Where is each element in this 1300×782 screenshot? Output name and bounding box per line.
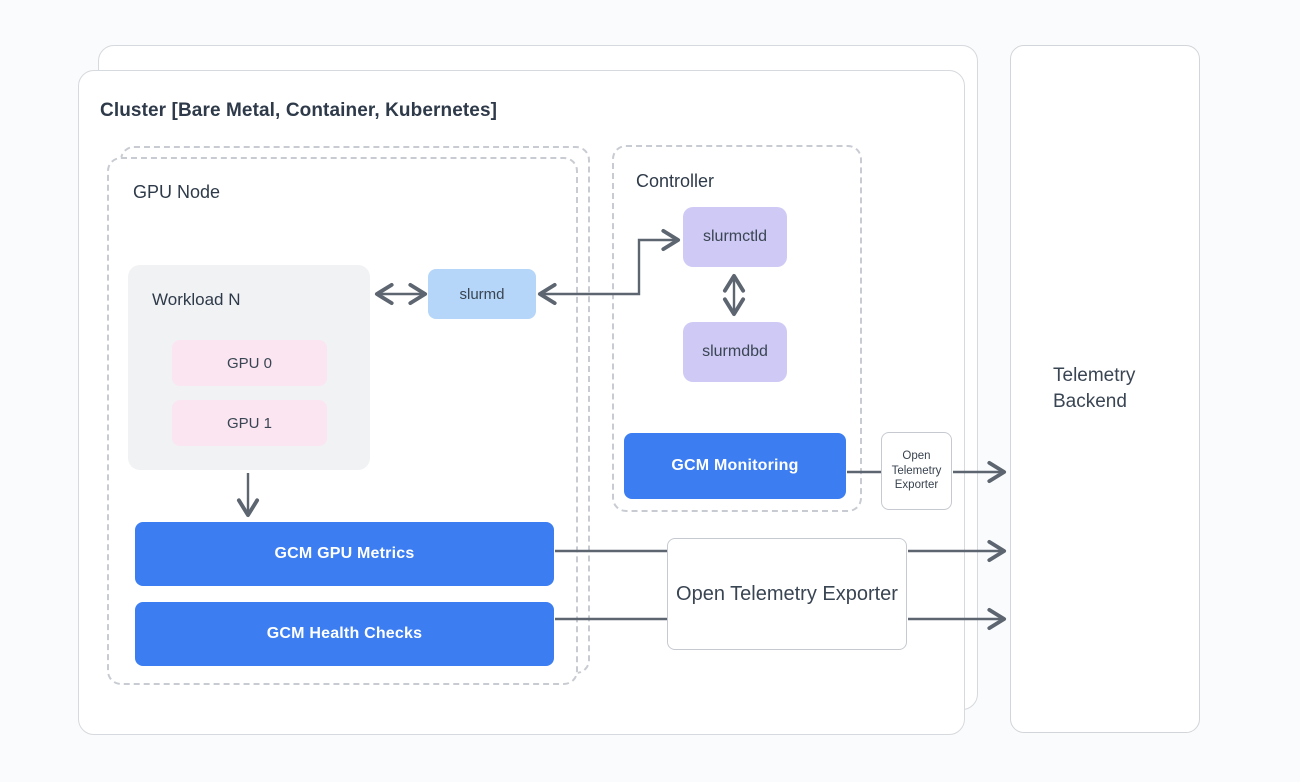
slurmctld-box: slurmctld	[683, 207, 787, 267]
gpu-node-title: GPU Node	[133, 182, 221, 202]
cluster-title: Cluster [Bare Metal, Container, Kubernet…	[100, 100, 498, 121]
gpu-1-chip: GPU 1	[172, 400, 327, 446]
otel-exporter-box: Open Telemetry Exporter	[667, 538, 907, 650]
slurmd-box: slurmd	[428, 269, 536, 319]
gcm-gpu-metrics-box: GCM GPU Metrics	[135, 522, 554, 586]
otel-exporter-small-box: Open Telemetry Exporter	[881, 432, 952, 510]
workload-title: Workload N	[152, 290, 241, 309]
telemetry-backend-box: Telemetry Backend	[1010, 45, 1200, 733]
gcm-monitoring-box: GCM Monitoring	[624, 433, 846, 499]
telemetry-backend-label: Telemetry Backend	[1053, 365, 1136, 412]
controller-title: Controller	[636, 171, 715, 191]
slurmdbd-box: slurmdbd	[683, 322, 787, 382]
gpu-0-chip: GPU 0	[172, 340, 327, 386]
gcm-health-checks-box: GCM Health Checks	[135, 602, 554, 666]
